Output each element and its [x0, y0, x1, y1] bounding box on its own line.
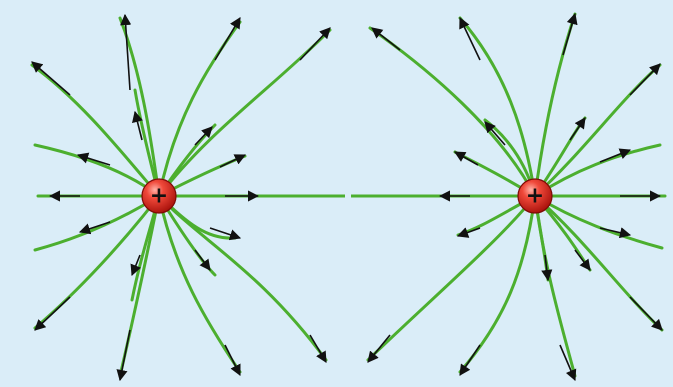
right-field-arrow — [574, 249, 591, 271]
left-field-arrow — [31, 61, 71, 96]
right-charge: + — [517, 178, 553, 214]
right-field-arrow — [599, 227, 632, 239]
right-field-arrow — [456, 227, 481, 238]
right-field-arrow — [629, 296, 663, 331]
right-field-arrow — [484, 121, 506, 146]
left-field-arrow — [194, 126, 213, 146]
left-field-arrow — [309, 334, 327, 363]
right-field-arrow — [541, 254, 553, 282]
left-field-arrow — [132, 110, 143, 141]
left-field-arrow — [214, 17, 241, 61]
right-field-arrow — [562, 12, 578, 56]
left-charge: + — [141, 178, 177, 214]
left-field-arrow — [299, 27, 331, 61]
right-charge-sign: + — [526, 184, 544, 209]
left-field-line — [157, 194, 328, 362]
right-field-arrow — [459, 344, 481, 376]
left-field-arrow — [116, 329, 131, 382]
left-field-arrow — [209, 227, 242, 241]
right-field-line — [366, 194, 537, 362]
right-field-arrow — [629, 63, 661, 96]
left-field-line — [30, 63, 161, 198]
right-field-arrow — [367, 334, 391, 363]
left-charge-sign: + — [150, 184, 168, 209]
right-field-arrow — [459, 16, 481, 61]
right-field-arrow — [569, 117, 586, 141]
left-field-arrow — [76, 152, 111, 166]
left-field-arrow — [78, 221, 111, 235]
left-field-arrow — [219, 154, 247, 168]
right-field-arrow — [599, 148, 632, 163]
right-field-arrow — [371, 27, 401, 51]
right-field-arrow — [559, 344, 577, 382]
right-field-line — [458, 16, 537, 198]
left-field-arrow — [130, 254, 141, 277]
right-field-arrow — [454, 151, 479, 166]
left-field-line — [157, 194, 242, 374]
field-arrows-group — [31, 12, 663, 382]
left-field-arrow — [224, 344, 241, 377]
left-field-arrow — [120, 13, 132, 91]
left-field-arrow — [34, 296, 71, 331]
left-field-arrow — [194, 249, 211, 271]
